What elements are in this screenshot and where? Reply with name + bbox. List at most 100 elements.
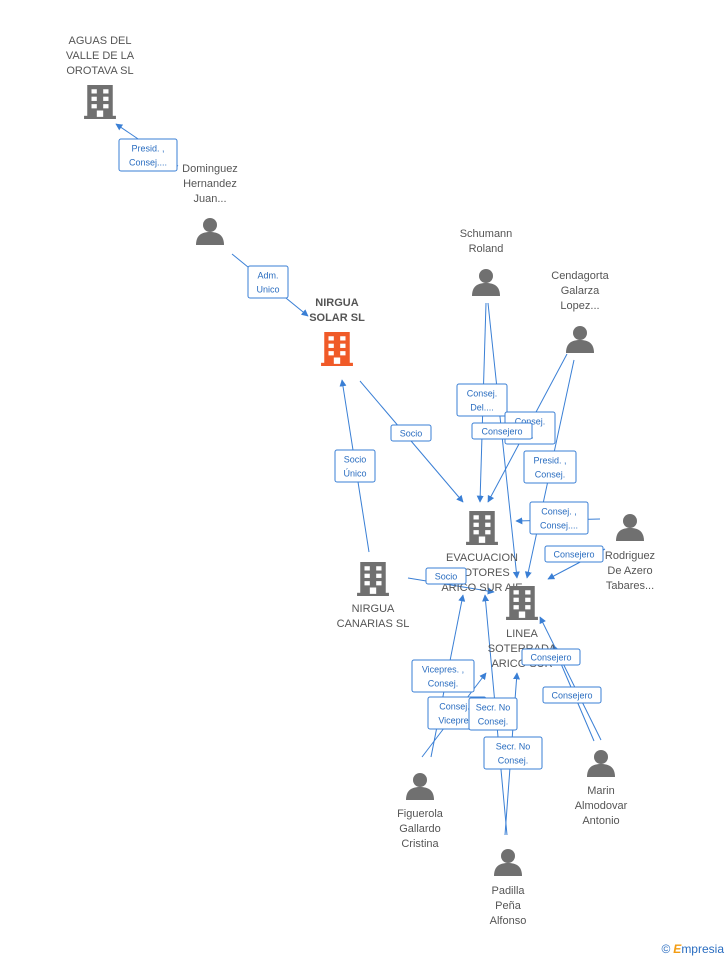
edge-label-e5[interactable]: Consej. Del.... <box>456 383 508 417</box>
brand-watermark: ©Empresia <box>661 942 724 956</box>
edge-label-box <box>483 736 543 770</box>
edge-line-schumann-to-linea <box>487 302 520 579</box>
node-label-line: Lopez... <box>560 300 599 312</box>
edge-label-text: Consej.... <box>540 521 578 531</box>
edge-label-text: Consejero <box>551 691 592 701</box>
company-building-icon <box>84 85 116 119</box>
edge-label-e12[interactable]: Consejero <box>521 648 581 666</box>
node-label-line: Rodriguez <box>605 550 655 562</box>
edge-label-box <box>456 383 508 417</box>
node-label-line: MOTORES <box>454 567 509 579</box>
edge-label-text: Consej. , <box>439 702 475 712</box>
person-icon <box>406 773 434 800</box>
edge-label-text: Consej. <box>535 470 566 480</box>
edge-label-e14[interactable]: Vicepres. , Consej. <box>411 659 475 693</box>
company-building-icon <box>506 586 538 620</box>
node-label-line: Almodovar <box>575 800 628 812</box>
node-label-line: Dominguez <box>182 163 238 175</box>
edge-line-marin-to-linea <box>539 616 602 741</box>
node-label-line: Figuerola <box>397 808 444 820</box>
edge-label-e9[interactable]: Consej. , Consej.... <box>529 501 589 535</box>
person-icon <box>587 750 615 777</box>
person-icon <box>566 326 594 353</box>
brand-logo-letter: E <box>673 942 682 956</box>
edge-label-box <box>118 138 178 172</box>
edge-label-e17[interactable]: Secr. No Consej. <box>483 736 543 770</box>
edge-label-e8[interactable]: Presid. ,Consej. <box>523 450 577 484</box>
edge-label-e1[interactable]: Presid. , Consej.... <box>118 138 178 172</box>
edge-label-text: Vicepres. <box>438 716 475 726</box>
node-rodriguez[interactable]: Rodriguez De AzeroTabares... <box>605 514 655 592</box>
node-label-line: De Azero <box>607 565 652 577</box>
node-label-line: Cendagorta <box>551 270 609 282</box>
edge-label-text: Consej. <box>498 756 529 766</box>
edge-label-text: Unico <box>256 285 279 295</box>
node-label-line: Gallardo <box>399 823 441 835</box>
node-cendagorta[interactable]: CendagortaGalarzaLopez... <box>551 270 610 353</box>
edge-label-text: Secr. No <box>476 703 511 713</box>
edge-label-text: Socio <box>400 429 423 439</box>
edge-label-text: Consej. , <box>541 507 577 517</box>
edge-label-e7[interactable]: Consejero <box>471 422 533 440</box>
node-label-line: Antonio <box>582 815 619 827</box>
company-building-icon <box>466 511 498 545</box>
node-label-line: Roland <box>469 243 504 255</box>
edge-label-e13[interactable]: Consejero <box>542 686 602 704</box>
edge-label-text: Vicepres. , <box>422 665 464 675</box>
company-building-icon <box>321 332 353 366</box>
edge-label-text: Socio <box>344 455 367 465</box>
edge-label-box <box>471 422 533 440</box>
node-label-line: NIRGUA <box>315 297 358 309</box>
node-dominguez[interactable]: DominguezHernandezJuan... <box>182 163 238 245</box>
node-label-line: CANARIAS SL <box>337 618 410 630</box>
node-label-line: Tabares... <box>606 580 654 592</box>
brand-name: mpresia <box>681 942 724 956</box>
edge-label-text: Presid. , <box>131 144 164 154</box>
edge-label-e10[interactable]: Consejero <box>544 545 604 563</box>
edge-label-text: Del.... <box>470 403 494 413</box>
edge-label-box <box>411 659 475 693</box>
edge-label-text: Consej. <box>467 389 498 399</box>
person-icon <box>616 514 644 541</box>
company-building-icon <box>357 562 389 596</box>
node-label-line: ARICO SUR AIE <box>441 582 522 594</box>
edge-label-box <box>468 697 518 731</box>
node-label-line: Galarza <box>561 285 600 297</box>
edge-label-text: Consej. <box>428 679 459 689</box>
edge-label-text: Consejero <box>481 427 522 437</box>
edge-label-box <box>334 449 376 483</box>
edge-label-e4[interactable]: Socio <box>390 424 432 442</box>
edge-label-text: Consejero <box>553 550 594 560</box>
edge-labels-layer: Presid. ,Consej....Adm.UnicoSocioÚnicoSo… <box>118 138 604 770</box>
person-icon <box>494 849 522 876</box>
edge-label-text: Secr. No <box>496 742 531 752</box>
edge-label-box <box>247 265 289 299</box>
edge-label-box <box>425 567 467 585</box>
edge-label-text: Consej.... <box>129 158 167 168</box>
node-label-line: Marin <box>587 785 615 797</box>
person-icon <box>196 218 224 245</box>
node-label-line: Schumann <box>460 228 513 240</box>
edge-label-text: Adm. <box>257 271 278 281</box>
edge-label-e11[interactable]: Socio <box>425 567 467 585</box>
edge-label-text: Único <box>343 469 366 479</box>
edge-label-e2[interactable]: Adm. Unico <box>247 265 289 299</box>
edge-line-nirgua_canarias-to-linea <box>407 577 495 595</box>
edge-label-box <box>529 501 589 535</box>
node-label-line: OROTAVA SL <box>66 65 133 77</box>
edge-label-box <box>390 424 432 442</box>
copyright-icon: © <box>661 942 671 956</box>
edge-label-text: Consejero <box>530 653 571 663</box>
